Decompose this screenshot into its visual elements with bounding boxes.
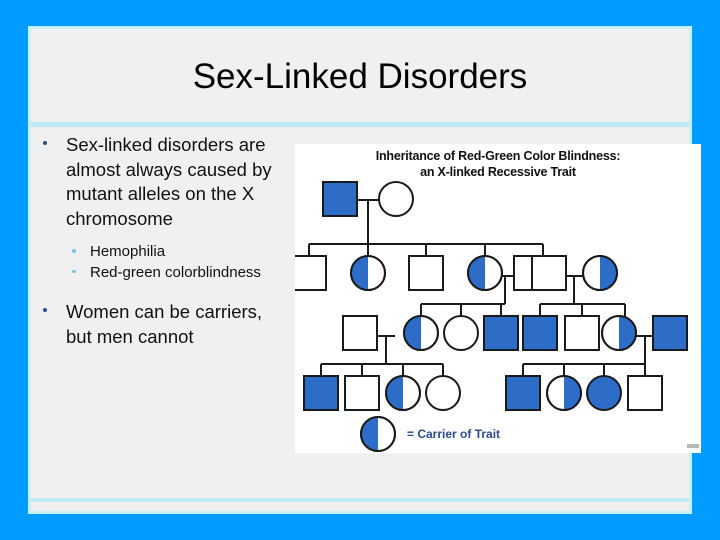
slide-body-text: Sex-linked disorders are almost always c…	[24, 133, 286, 483]
individual-unaffected-male	[627, 375, 663, 411]
individual-affected-male	[522, 315, 558, 351]
individual-unaffected-male	[531, 255, 567, 291]
pedigree-generation-I	[322, 181, 414, 217]
individual-unaffected-male	[342, 315, 378, 351]
sub-bullet-dot-icon	[72, 269, 76, 273]
footer-divider	[31, 498, 689, 502]
pedigree-title-line1: Inheritance of Red-Green Color Blindness…	[375, 149, 621, 163]
bullet-item-4-label: Women can be carriers, but men cannot	[66, 301, 263, 347]
pedigree-generation-III	[342, 315, 688, 351]
individual-unaffected-male	[295, 255, 327, 291]
bullet-item-1-label: Sex-linked disorders are almost always c…	[66, 134, 272, 229]
bullet-item-1: Sex-linked disorders are almost always c…	[24, 133, 286, 231]
individual-unaffected-female	[425, 375, 461, 411]
pedigree-chart-image: Inheritance of Red-Green Color Blindness…	[295, 144, 701, 453]
individual-unaffected-male	[564, 315, 600, 351]
title-divider	[31, 122, 689, 127]
bullet-item-2: Hemophilia	[24, 242, 286, 263]
bullet-dot-icon	[43, 308, 47, 312]
individual-affected-male	[483, 315, 519, 351]
slide-title-band: Sex-Linked Disorders	[31, 29, 689, 124]
spacer	[24, 283, 286, 300]
individual-carrier-female	[350, 255, 386, 291]
individual-affected-female	[586, 375, 622, 411]
individual-unaffected-male	[344, 375, 380, 411]
individual-carrier-female	[403, 315, 439, 351]
individual-carrier-female	[582, 255, 618, 291]
bullet-item-3-label: Red-green colorblindness	[90, 263, 261, 281]
bullet-item-3: Red-green colorblindness	[24, 263, 286, 284]
individual-affected-male	[303, 375, 339, 411]
individual-carrier-female	[385, 375, 421, 411]
image-corner-mark-icon	[687, 444, 699, 448]
individual-carrier-female	[467, 255, 503, 291]
bullet-item-2-label: Hemophilia	[90, 243, 166, 260]
sub-bullet-dot-icon	[72, 249, 76, 253]
pedigree-generation-IV	[303, 375, 663, 411]
individual-unaffected-female	[378, 181, 414, 217]
individual-affected-male	[505, 375, 541, 411]
individual-unaffected-female	[443, 315, 479, 351]
pedigree-diagram	[295, 181, 688, 452]
individual-carrier-female	[601, 315, 637, 351]
bullet-item-4: Women can be carriers, but men cannot	[24, 300, 286, 349]
pedigree-title: Inheritance of Red-Green Color Blindness…	[295, 148, 701, 180]
individual-carrier-female	[546, 375, 582, 411]
spacer	[24, 235, 286, 242]
pedigree-title-line2: an X-linked Recessive Trait	[420, 165, 576, 179]
legend-carrier-symbol	[360, 416, 396, 452]
legend-label: = Carrier of Trait	[407, 427, 501, 441]
page-title: Sex-Linked Disorders	[192, 56, 528, 96]
individual-unaffected-male	[408, 255, 444, 291]
bullet-dot-icon	[43, 141, 47, 145]
footer-strip	[31, 502, 689, 511]
individual-affected-male	[322, 181, 358, 217]
individual-affected-male	[652, 315, 688, 351]
pedigree-generation-II	[295, 255, 618, 291]
